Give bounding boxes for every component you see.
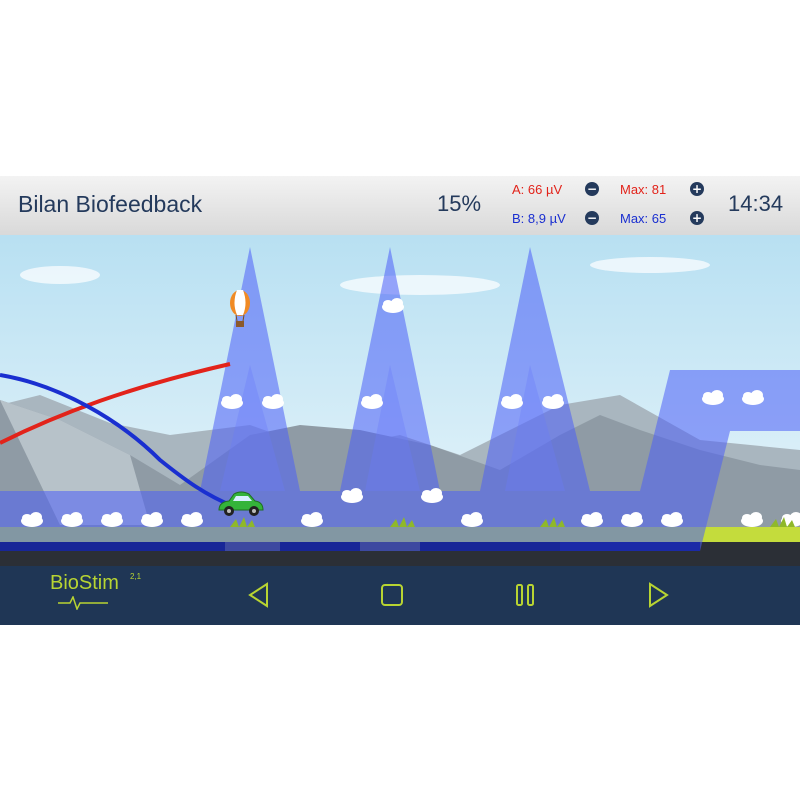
biofeedback-app: Bilan Biofeedback 15% A: 66 µV − Max: 81…: [0, 176, 800, 625]
logo-wave-icon: [58, 596, 108, 610]
logo-version: 2,1: [130, 572, 142, 581]
back-button[interactable]: [237, 573, 281, 617]
channel-b-minus-button[interactable]: −: [585, 211, 599, 225]
channel-a-plus-button[interactable]: +: [690, 182, 704, 196]
car-icon: [218, 491, 264, 516]
pause-button[interactable]: [503, 573, 547, 617]
progress-percent: 15%: [437, 191, 482, 216]
channel-a-minus-button[interactable]: −: [585, 182, 599, 196]
channel-a-value: A: 66 µV: [512, 182, 563, 197]
sky-clouds: [20, 257, 710, 295]
bottom-navigation-bar: BioStim 2,1: [0, 566, 800, 625]
pause-icon: [516, 584, 534, 606]
channel-b-plus-button[interactable]: +: [690, 211, 704, 225]
clock: 14:34: [728, 191, 784, 216]
back-triangle-icon: [248, 582, 268, 608]
target-band: [0, 247, 800, 551]
home-square-icon: [381, 584, 403, 606]
target-band-inner: [220, 365, 565, 491]
base-strip: [0, 542, 225, 551]
grass-tufts: [230, 517, 795, 527]
base-strip: [420, 542, 560, 551]
biofeedback-scene: [0, 235, 800, 566]
page-title: Bilan Biofeedback: [18, 191, 203, 217]
biostim-logo: BioStim 2,1: [50, 572, 150, 618]
header-bar: Bilan Biofeedback 15% A: 66 µV − Max: 81…: [0, 176, 800, 235]
home-button[interactable]: [370, 573, 414, 617]
logo-text: BioStim: [50, 572, 119, 594]
play-triangle-icon: [649, 582, 669, 608]
base-strip: [280, 542, 360, 551]
channel-b-value: B: 8,9 µV: [512, 211, 566, 226]
channel-b-trace: [0, 373, 236, 509]
channel-b-max: Max: 65: [620, 211, 667, 226]
balloon-icon: [230, 290, 250, 327]
base-strip: [560, 542, 700, 551]
channel-a-max: Max: 81: [620, 182, 667, 197]
play-button[interactable]: [636, 573, 680, 617]
channel-a-trace: [0, 362, 231, 445]
